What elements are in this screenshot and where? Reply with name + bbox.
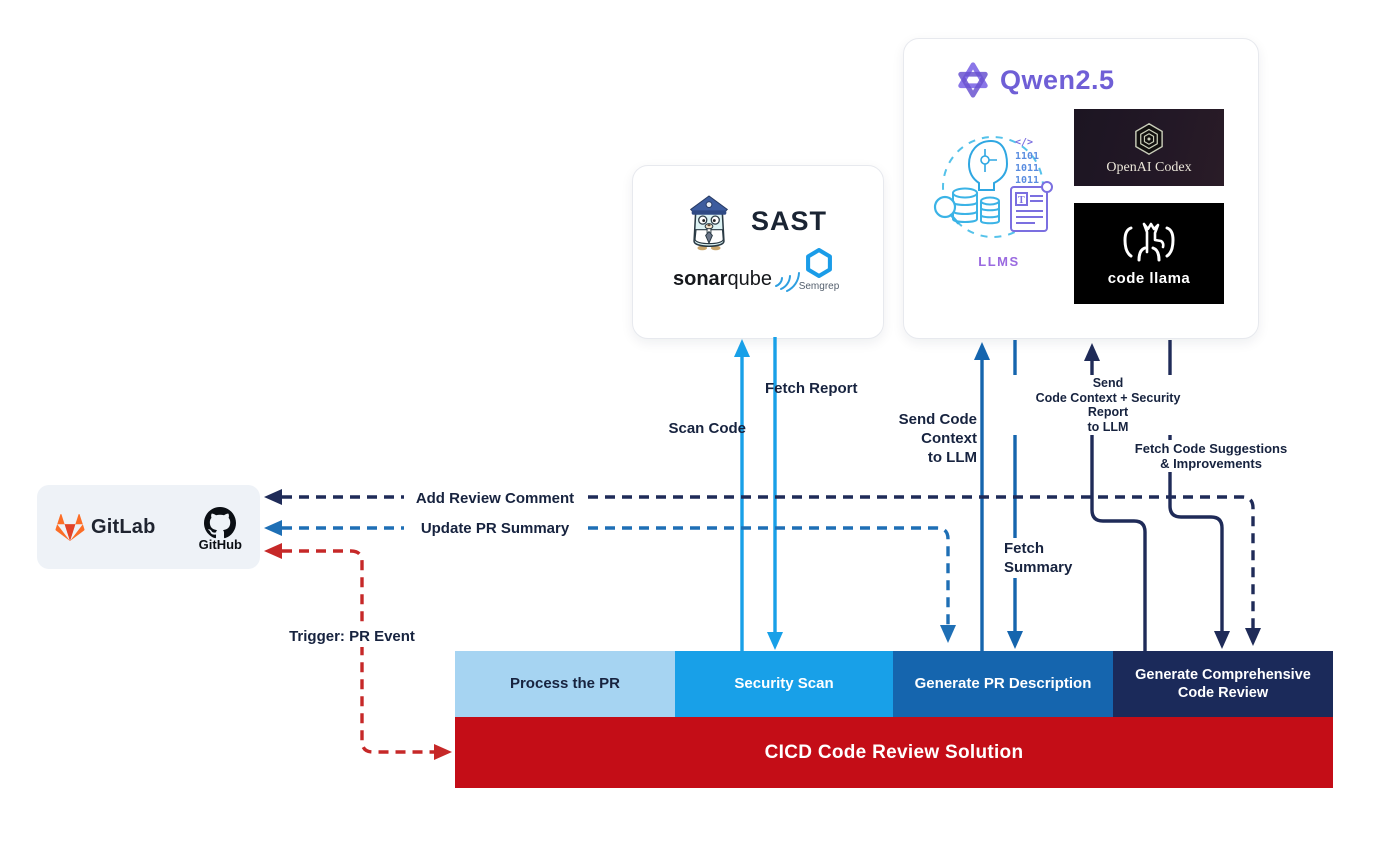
- openai-codex-tile: OpenAI Codex: [1074, 109, 1224, 186]
- add-review-comment-arrow: [282, 495, 1255, 630]
- send-context-security-label: Send Code Context + Security Report to L…: [1012, 375, 1204, 435]
- qwen-title: Qwen2.5: [1000, 64, 1115, 95]
- update-pr-summary-arrow: [282, 526, 950, 627]
- add-review-comment-label: Add Review Comment: [404, 488, 586, 509]
- llms-label: LLMS: [978, 254, 1020, 269]
- sast-title: SAST: [751, 205, 828, 236]
- fetch-suggestions-label: Fetch Code Suggestions & Improvements: [1110, 440, 1312, 472]
- svg-text:T: T: [1018, 195, 1025, 206]
- update-pr-summary-label: Update PR Summary: [404, 518, 586, 539]
- sonarqube-label-bold: sonar: [673, 268, 728, 290]
- cicd-solution-banner: CICD Code Review Solution: [455, 717, 1333, 788]
- semgrep-logo: Semgrep: [791, 248, 847, 292]
- code-llama-icon: [1123, 222, 1175, 262]
- svg-text:</>: </>: [1015, 137, 1033, 148]
- github-icon: [204, 506, 237, 538]
- gitlab-label: GitLab: [91, 515, 156, 538]
- svg-text:1101: 1101: [1015, 151, 1039, 162]
- stage-generate-pr-description: Generate PR Description: [893, 651, 1113, 717]
- semgrep-hexagon-icon: [806, 248, 832, 278]
- security-gopher-icon: [689, 195, 729, 251]
- llm-models-box: Qwen2.5 </> 1101 1011 1011: [903, 38, 1259, 339]
- gitlab-icon: [55, 513, 85, 541]
- code-llama-tile: code llama: [1074, 203, 1224, 304]
- vcs-providers-box: GitLab GitHub: [37, 485, 260, 569]
- scan-code-label: Scan Code: [668, 420, 746, 437]
- svg-text:1011: 1011: [1015, 175, 1039, 186]
- send-code-context-label: Send Code Context to LLM: [898, 411, 977, 466]
- gitlab-logo-group: GitLab: [55, 513, 156, 542]
- svg-text:1011: 1011: [1015, 163, 1039, 174]
- fetch-report-label: Fetch Report: [765, 380, 858, 397]
- sast-header: SAST: [683, 190, 827, 252]
- qwen-logo-icon: [958, 62, 988, 98]
- stage-process-the-pr: Process the PR: [455, 651, 675, 717]
- llms-illustration-icon: </> 1101 1011 1011 T: [933, 136, 1053, 238]
- openai-codex-label: OpenAI Codex: [1106, 159, 1192, 175]
- openai-codex-icon: [1135, 122, 1163, 155]
- trigger-pr-event-arrow: [282, 549, 436, 754]
- qwen-header: Qwen2.5: [954, 61, 1115, 99]
- fetch-summary-label: Fetch Summary: [1001, 538, 1093, 578]
- sonarqube-label-light: qube: [727, 268, 772, 290]
- trigger-pr-event-label: Trigger: PR Event: [282, 626, 422, 647]
- sonarqube-waves-icon: [774, 272, 800, 292]
- stage-security-scan: Security Scan: [675, 651, 893, 717]
- github-logo-group: GitHub: [198, 506, 242, 552]
- semgrep-label: Semgrep: [798, 281, 840, 292]
- stage-generate-code-review: Generate Comprehensive Code Review: [1113, 651, 1333, 717]
- code-llama-label: code llama: [1107, 270, 1191, 287]
- github-label: GitHub: [198, 536, 242, 552]
